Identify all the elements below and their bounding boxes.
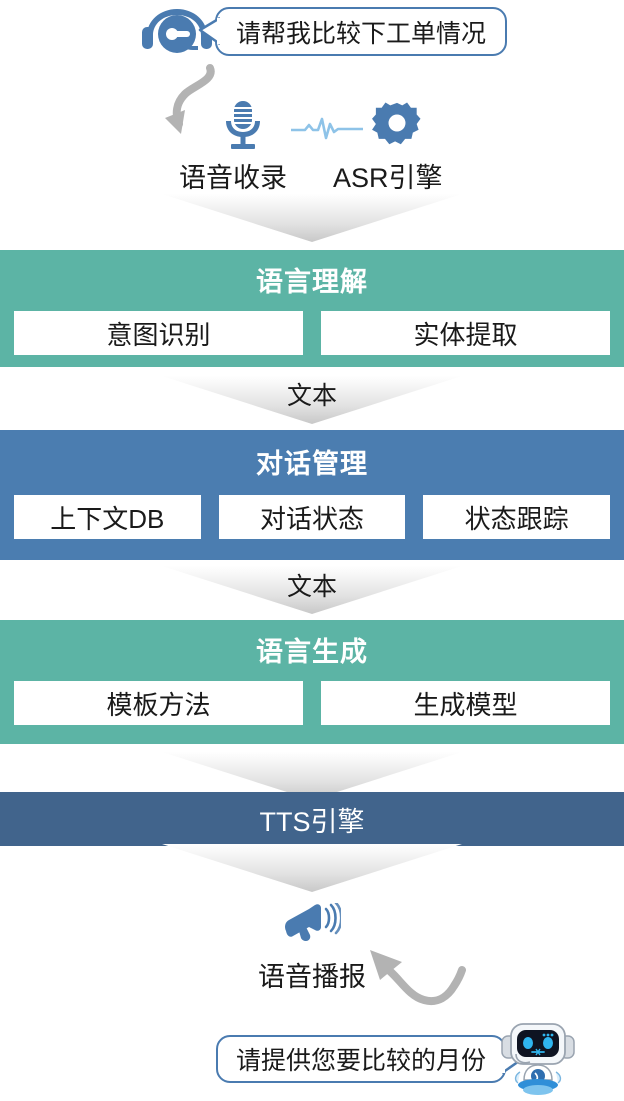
flow-arrow-2-label: 文本: [286, 382, 337, 410]
user-bubble-tail-icon: [198, 16, 221, 46]
waveform-icon: [291, 117, 363, 140]
stage-dm-cell-dialog-state[interactable]: 对话状态: [218, 495, 406, 539]
stage-nlu-cell-entity[interactable]: 实体提取: [321, 311, 610, 355]
microphone-icon: [226, 101, 260, 149]
stage-dm-cell-context-db[interactable]: 上下文DB: [14, 495, 201, 539]
stage-nlu-cell-intent[interactable]: 意图识别: [14, 311, 303, 355]
flow-arrow-3-label: 文本: [286, 573, 337, 601]
voice-broadcast-caption: 语音播报: [258, 962, 366, 992]
stage-nlg-cell-generative-model[interactable]: 生成模型: [321, 681, 610, 725]
bot-speech-bubble: 请提供您要比较的月份: [216, 1035, 506, 1083]
headset-icon: [142, 9, 212, 53]
stage-nlu: 语言理解 意图识别 实体提取: [0, 250, 624, 367]
bot-speech-text: 请提供您要比较的月份: [235, 1047, 486, 1075]
stage-nlg: 语言生成 模板方法 生成模型: [0, 620, 624, 744]
user-speech-text: 请帮我比较下工单情况: [235, 19, 486, 48]
flow-arrow-1: [162, 194, 462, 242]
stage-tts-engine: TTS引擎: [0, 792, 624, 846]
megaphone-icon: [285, 903, 341, 941]
curved-arrow-up-icon: [370, 950, 466, 1005]
user-speech-bubble: 请帮我比较下工单情况: [215, 7, 507, 56]
stage-dialog-management: 对话管理 上下文DB 对话状态 状态跟踪: [0, 430, 624, 560]
stage-tts-title: TTS引擎: [259, 806, 365, 837]
robot-assistant-icon: [501, 1023, 575, 1095]
gear-icon: [372, 102, 421, 145]
voice-capture-caption: 语音收录: [179, 163, 287, 193]
stage-nlu-title: 语言理解: [256, 267, 368, 297]
stage-nlg-cell-template[interactable]: 模板方法: [14, 681, 303, 725]
stage-nlg-title: 语言生成: [256, 637, 368, 667]
stage-dm-title: 对话管理: [256, 449, 368, 479]
asr-engine-caption: ASR引擎: [333, 163, 443, 193]
stage-dm-cell-state-tracking[interactable]: 状态跟踪: [423, 495, 611, 539]
flow-arrow-5: [162, 844, 462, 892]
curved-arrow-down-icon: [165, 64, 215, 134]
